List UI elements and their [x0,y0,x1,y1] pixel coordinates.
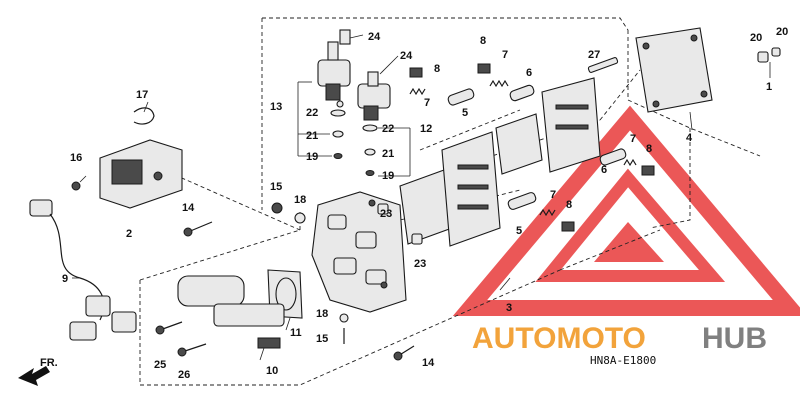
front-direction-indicator: FR. [18,357,58,386]
callout-8a: 8 [480,35,486,47]
callout-11: 11 [290,327,302,339]
arrow-icon [18,366,50,386]
callout-7b: 7 [424,97,430,109]
wiring-harness [29,199,137,341]
brand-text-primary: AUTOMOTO [472,322,646,355]
spool-valves [409,63,655,232]
callout-18a: 18 [294,194,306,206]
callout-20a: 20 [750,32,762,44]
watermark-logo [452,105,800,316]
callout-21a: 21 [306,130,318,142]
callout-10: 10 [266,365,278,377]
callout-15a: 15 [270,181,282,193]
mounting-bracket [71,107,183,209]
callout-14b: 14 [422,357,435,369]
valve-body [311,191,407,313]
callout-1: 1 [766,81,772,93]
callout-25: 25 [154,359,166,371]
callout-14a: 14 [182,202,195,214]
callout-13: 13 [270,101,282,113]
callout-24a: 24 [368,31,381,43]
callout-12: 12 [420,123,432,135]
callout-22b: 22 [382,123,394,135]
direction-label: FR. [40,357,58,369]
assembly-outline [139,17,761,386]
callout-7c: 7 [550,189,556,201]
callout-2: 2 [126,228,132,240]
callout-16: 16 [70,152,82,164]
o-ring-stack [330,109,378,176]
callout-8d: 8 [646,143,652,155]
callout-18b: 18 [316,308,328,320]
callout-7d: 7 [630,133,636,145]
callout-8b: 8 [434,63,440,75]
callout-6a: 6 [526,67,532,79]
fastener-bolts [155,202,423,361]
callout-27: 27 [588,49,600,61]
callout-7a: 7 [502,49,508,61]
callout-6b: 6 [601,164,607,176]
callout-5a: 5 [462,107,468,119]
callout-labels: 1 2 3 4 5 5 6 6 7 7 7 7 8 8 8 8 9 10 11 … [62,26,788,381]
callout-8c: 8 [566,199,572,211]
callout-4: 4 [686,132,693,144]
valve-cover [587,27,781,113]
callout-26: 26 [178,369,190,381]
shift-solenoid-upper [317,29,351,108]
diagram-code: HN8A-E1800 [590,354,656,367]
callout-19b: 19 [382,170,394,182]
callout-5b: 5 [516,225,522,237]
callout-24b: 24 [400,50,413,62]
brand-text-secondary: HUB [702,322,767,355]
separator-plates [399,77,601,247]
callout-19a: 19 [306,151,318,163]
shift-solenoid-lower [357,71,391,121]
callout-22a: 22 [306,107,318,119]
callout-23a: 23 [380,208,392,220]
callout-leaders [72,34,771,361]
callout-3: 3 [506,302,512,314]
watermark-brand-text: AUTOMOTO HUB [472,322,767,355]
callout-23b: 23 [414,258,426,270]
linear-solenoid [177,269,303,349]
callout-21b: 21 [382,148,394,160]
callout-9: 9 [62,273,68,285]
callout-20b: 20 [776,26,788,38]
callout-15b: 15 [316,333,328,345]
callout-17: 17 [136,89,148,101]
